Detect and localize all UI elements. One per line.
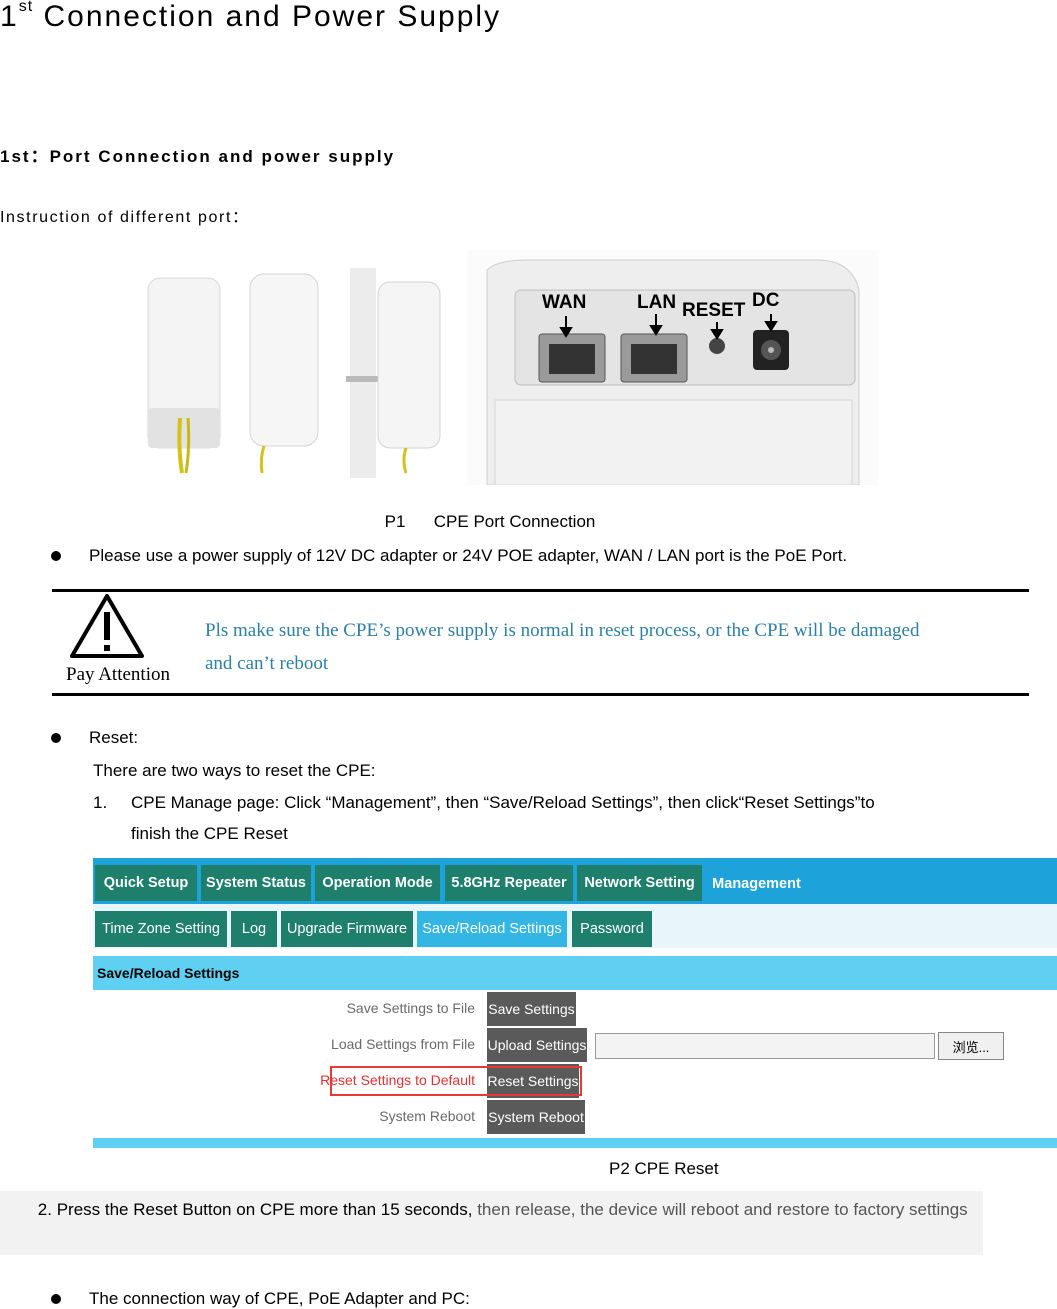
tab-quick-setup[interactable]: Quick Setup <box>95 865 197 901</box>
save-settings-label: Save Settings to File <box>346 1000 475 1016</box>
figure-caption-p1: P1 CPE Port Connection <box>384 512 596 531</box>
pay-attention-label: Pay Attention <box>66 664 170 685</box>
bullet-marker <box>51 733 61 743</box>
page-title: 1st Connection and Power Supply <box>0 0 502 33</box>
intro-text: Instruction of different port： <box>0 209 250 226</box>
reset-settings-label: Reset Settings to Default <box>320 1072 475 1088</box>
load-settings-label: Load Settings from File <box>331 1036 475 1052</box>
divider-bottom <box>52 693 1029 696</box>
section-heading: 1st：Port Connection and power supply <box>0 147 396 166</box>
cpe-ports-photo: WAN LAN RESET DC <box>467 250 878 485</box>
highlight-box <box>330 1066 582 1096</box>
subtab-upgrade-firmware[interactable]: Upgrade Firmware <box>281 911 413 947</box>
subtab-password[interactable]: Password <box>572 911 652 947</box>
system-reboot-button[interactable]: System Reboot <box>487 1100 585 1134</box>
subtab-time-zone[interactable]: Time Zone Setting <box>95 911 227 947</box>
reset-settings-button[interactable]: Reset Settings <box>487 1064 579 1098</box>
tab-operation-mode[interactable]: Operation Mode <box>315 865 440 901</box>
footer-bar <box>93 1138 1057 1148</box>
upload-settings-button[interactable]: Upload Settings <box>487 1028 587 1062</box>
power-supply-note: Please use a power supply of 12V DC adap… <box>89 546 848 565</box>
step1-number: 1. <box>93 793 108 812</box>
cpe-devices-photo <box>140 268 466 478</box>
sub-nav: Time Zone Setting Log Upgrade Firmware S… <box>93 904 1057 948</box>
warning-text: Pls make sure the CPE’s power supply is … <box>205 620 920 674</box>
management-ui-screenshot: Quick Setup System Status Operation Mode… <box>93 858 1057 1148</box>
subtab-log[interactable]: Log <box>231 911 277 947</box>
bullet-marker <box>51 1294 61 1304</box>
subtab-save-reload[interactable]: Save/Reload Settings <box>417 911 567 947</box>
tab-system-status[interactable]: System Status <box>201 865 311 901</box>
file-path-input[interactable] <box>595 1033 935 1059</box>
tab-network-setting[interactable]: Network Setting <box>577 865 702 901</box>
bullet-marker <box>51 551 61 561</box>
reset-intro: There are two ways to reset the CPE: <box>93 761 376 780</box>
lan-label: LAN <box>637 292 677 313</box>
wan-label: WAN <box>542 292 587 313</box>
browse-button[interactable]: 浏览... <box>938 1032 1004 1060</box>
step1-text-cont: finish the CPE Reset <box>131 824 288 843</box>
save-settings-button[interactable]: Save Settings <box>487 992 576 1026</box>
figure-caption-p2: P2 CPE Reset <box>609 1159 719 1178</box>
reset-label: RESET <box>682 300 746 321</box>
step1-text: CPE Manage page: Click “Management”, the… <box>131 793 875 812</box>
tab-repeater[interactable]: 5.8GHz Repeater <box>445 865 573 901</box>
tab-management[interactable]: Management <box>705 864 808 904</box>
system-reboot-label: System Reboot <box>379 1108 475 1124</box>
main-nav: Quick Setup System Status Operation Mode… <box>93 858 1057 904</box>
step2-background <box>0 1191 983 1255</box>
divider-top <box>52 589 1029 592</box>
section-title-bar: Save/Reload Settings <box>93 956 1057 990</box>
warning-triangle-icon <box>66 592 148 667</box>
connection-way-heading: The connection way of CPE, PoE Adapter a… <box>89 1289 470 1308</box>
dc-label: DC <box>752 290 780 311</box>
step2-text: 2. Press the Reset Button on CPE more th… <box>0 1200 968 1219</box>
reset-heading: Reset: <box>89 728 139 747</box>
